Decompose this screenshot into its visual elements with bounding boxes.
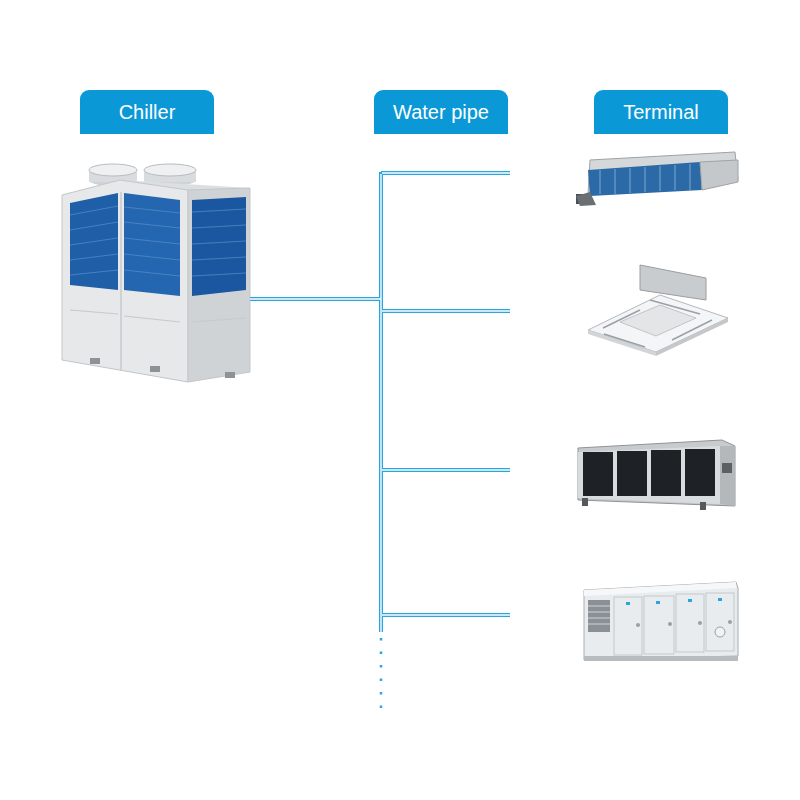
- tab-label: Chiller: [119, 101, 176, 124]
- tab-label: Terminal: [623, 101, 699, 124]
- tab-label: Water pipe: [393, 101, 489, 124]
- air-handling-unit: [578, 440, 735, 510]
- combined-air-handler: [584, 582, 738, 661]
- terminal-tab: Terminal: [594, 90, 728, 134]
- chiller-tab: Chiller: [80, 90, 214, 134]
- water-pipe-tab: Water pipe: [374, 90, 508, 134]
- cassette-unit: [588, 265, 728, 356]
- fan-coil-unit: [576, 152, 738, 206]
- water-pipe: [250, 172, 510, 714]
- chiller-unit: [62, 164, 250, 382]
